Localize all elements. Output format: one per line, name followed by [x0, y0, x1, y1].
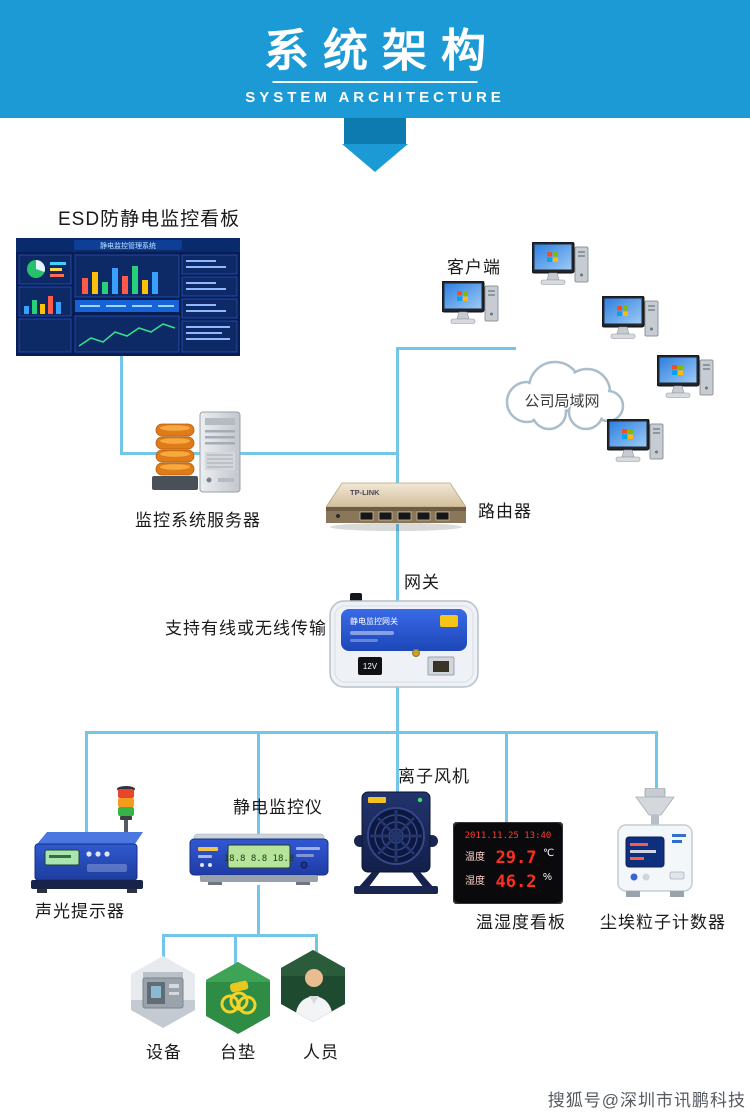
svg-text:18.8 8.8 18.8: 18.8 8.8 18.8	[224, 854, 294, 864]
connector-line	[396, 687, 399, 734]
temp-humidity-board-label: 温湿度看板	[476, 913, 566, 932]
clients-label: 客户端	[447, 258, 501, 277]
connector-line	[396, 731, 399, 793]
page-subtitle: SYSTEM ARCHITECTURE	[245, 89, 505, 106]
client-computer	[442, 281, 499, 324]
static-monitor-label: 静电监控仪	[233, 798, 323, 817]
particle-counter-label: 尘埃粒子计数器	[600, 913, 726, 932]
particle-counter-image	[617, 788, 693, 897]
connector-line	[120, 356, 123, 455]
connector-line	[234, 934, 237, 968]
svg-text:%: %	[543, 872, 552, 883]
client-computer	[602, 296, 659, 339]
svg-text:湿度: 湿度	[465, 874, 485, 887]
banner-arrow-icon	[342, 144, 408, 172]
connector-line	[505, 731, 508, 824]
client-computer	[607, 419, 664, 462]
watermark: 搜狐号@深圳市讯鹏科技	[547, 1091, 746, 1110]
static-monitor-image: 18.8 8.8 18.8	[189, 833, 329, 885]
personnel-label: 人员	[303, 1043, 339, 1062]
svg-text:℃: ℃	[543, 848, 554, 859]
title-divider	[272, 81, 478, 83]
transmission-note-label: 支持有线或无线传输	[165, 619, 327, 638]
router-label: 路由器	[478, 502, 532, 521]
connector-line	[162, 934, 318, 937]
header-banner: 系统架构 SYSTEM ARCHITECTURE	[0, 0, 750, 118]
svg-text:12V: 12V	[363, 662, 378, 671]
connector-line	[315, 934, 318, 960]
connector-line	[120, 452, 399, 455]
ion-fan-label: 离子风机	[398, 767, 470, 786]
connector-line	[85, 731, 88, 835]
connector-line	[85, 731, 658, 734]
personnel-hexagon	[281, 950, 345, 1022]
equipment-label: 设备	[146, 1043, 182, 1062]
connector-line	[257, 885, 260, 937]
svg-text:2011.11.25 13:40: 2011.11.25 13:40	[465, 831, 552, 841]
server-label: 监控系统服务器	[135, 511, 261, 530]
svg-text:46.2: 46.2	[496, 872, 537, 892]
svg-text:29.7: 29.7	[496, 848, 537, 868]
svg-text:静电监控管理系统: 静电监控管理系统	[100, 241, 156, 250]
banner-tab	[344, 118, 406, 144]
mat-hexagon	[206, 962, 270, 1034]
gateway-label: 网关	[404, 573, 440, 592]
alarm-label: 声光提示器	[35, 902, 125, 921]
client-computer	[532, 242, 589, 285]
page-title: 系统架构	[263, 25, 500, 76]
alarm-device-image	[31, 786, 143, 893]
svg-text:TP-LINK: TP-LINK	[350, 488, 380, 497]
svg-text:公司局域网: 公司局域网	[524, 393, 599, 410]
equipment-hexagon	[131, 956, 195, 1028]
connector-line	[396, 524, 399, 604]
server-image	[152, 411, 241, 493]
temp-humidity-board-image: 2011.11.25 13:40 温度 29.7 ℃ 湿度 46.2 %	[453, 822, 563, 904]
router-image: TP-LINK	[326, 482, 466, 531]
client-computer	[657, 355, 714, 398]
esd-dashboard-label: ESD防静电监控看板	[58, 209, 241, 230]
connector-line	[396, 347, 516, 350]
lan-cloud: 公司局域网	[505, 360, 625, 431]
connector-line	[396, 347, 399, 485]
esd-dashboard-screenshot: 静电监控管理系统	[16, 238, 240, 356]
svg-text:静电监控网关: 静电监控网关	[350, 616, 398, 626]
connector-line	[257, 731, 260, 837]
connector-line	[655, 731, 658, 793]
gateway-image: 静电监控网关 12V	[329, 593, 479, 688]
mat-label: 台垫	[220, 1043, 256, 1062]
ion-fan-image	[354, 791, 438, 894]
svg-text:温度: 温度	[465, 850, 485, 863]
connector-line	[162, 934, 165, 964]
